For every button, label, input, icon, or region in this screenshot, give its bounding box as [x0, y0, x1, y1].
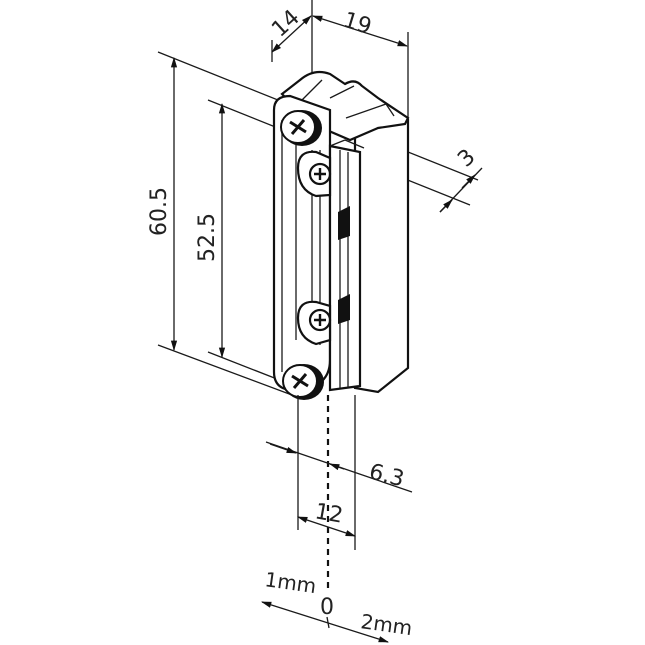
dim-label-14: 14: [267, 5, 305, 42]
adjustment-scale: 1mm 0 2mm: [261, 567, 414, 643]
scale-label-0: 0: [320, 595, 334, 620]
dim-label-3: 3: [453, 145, 480, 173]
top-screw-icon: [280, 110, 322, 146]
dim-label-60-5: 60.5: [147, 187, 172, 236]
bottom-screw-icon: [282, 364, 324, 400]
dim-label-12: 12: [313, 499, 345, 528]
electric-strike-body: [272, 70, 410, 394]
dimension-bottom: 6.3 12: [265, 395, 413, 590]
dim-label-6-3: 6.3: [367, 460, 407, 493]
dim-label-52-5: 52.5: [195, 213, 220, 262]
dim-label-19: 19: [340, 8, 374, 40]
scale-label-1mm: 1mm: [263, 567, 318, 598]
